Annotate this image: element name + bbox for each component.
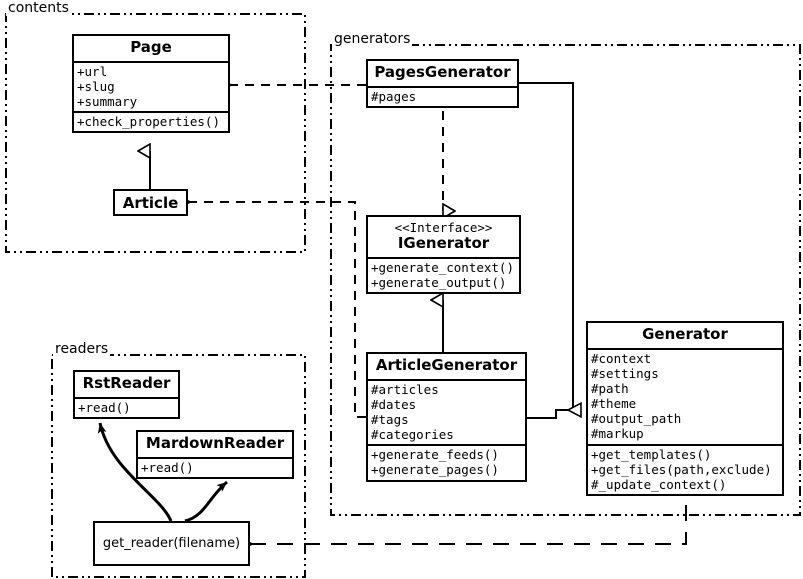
operation: +check_properties() <box>77 114 220 130</box>
class-rstreader-name: RstReader <box>82 374 171 392</box>
class-page[interactable]: Page +url +slug +summary +check_properti… <box>72 34 230 134</box>
class-igenerator-label: IGenerator <box>397 234 490 253</box>
dependency-articlegenerator-article <box>190 202 366 418</box>
attribute: #markup <box>591 426 644 442</box>
attribute: #pages <box>371 88 417 104</box>
class-page-name: Page <box>130 38 172 56</box>
class-generator[interactable]: Generator #context #settings #path #them… <box>586 321 784 496</box>
package-label-contents: contents <box>6 0 71 16</box>
package-label-generators: generators <box>332 31 413 47</box>
operation: +generate_context() <box>371 260 514 276</box>
operation: +get_templates() <box>591 446 712 462</box>
class-mardownreader[interactable]: MardownReader +read() <box>136 430 294 479</box>
operation: #_update_context() <box>591 476 727 492</box>
class-igenerator-operations: +generate_context() +generate_output() <box>368 257 519 292</box>
association-getreader-mardownreader <box>184 480 228 523</box>
operation: +generate_feeds() <box>371 447 499 463</box>
class-page-attributes: +url +slug +summary <box>74 60 228 111</box>
class-igenerator-name: <<Interface>> IGenerator <box>368 217 519 257</box>
attribute: #output_path <box>591 411 682 427</box>
function-get-reader[interactable]: get_reader(filename) <box>93 521 250 566</box>
function-get-reader-label: get_reader(filename) <box>102 536 241 551</box>
attribute: #dates <box>371 396 417 412</box>
operation: +generate_pages() <box>371 462 499 478</box>
attribute: #theme <box>591 396 637 412</box>
attribute: +summary <box>77 94 138 109</box>
operation: +read() <box>141 459 194 475</box>
class-generator-name: Generator <box>642 325 728 343</box>
class-article-name: Article <box>122 193 179 212</box>
package-label-readers: readers <box>53 341 111 357</box>
operation: +generate_output() <box>371 275 507 291</box>
attribute: +slug <box>77 78 115 94</box>
attribute: #path <box>591 381 629 396</box>
generalization-pagesgenerator-generator <box>519 82 573 410</box>
class-igenerator[interactable]: <<Interface>> IGenerator +generate_conte… <box>366 215 521 295</box>
attribute: +url <box>77 63 108 79</box>
class-articlegenerator-operations: +generate_feeds() +generate_pages() <box>368 444 525 479</box>
class-mardownreader-operations: +read() <box>138 456 292 477</box>
class-articlegenerator-attributes: #articles #dates #tags #categories <box>368 378 525 445</box>
attribute: #articles <box>371 381 439 397</box>
class-articlegenerator-name: ArticleGenerator <box>375 356 518 374</box>
class-pagesgenerator-name: PagesGenerator <box>374 63 511 81</box>
operation: +get_files(path,exclude) <box>591 461 772 477</box>
dependency-generator-getreader <box>252 505 687 544</box>
class-rstreader[interactable]: RstReader +read() <box>73 370 180 419</box>
class-rstreader-operations: +read() <box>75 396 178 417</box>
attribute: #categories <box>371 427 454 443</box>
class-pagesgenerator[interactable]: PagesGenerator #pages <box>366 59 519 108</box>
class-page-operations: +check_properties() <box>74 111 228 131</box>
class-mardownreader-name: MardownReader <box>145 434 285 452</box>
attribute: #tags <box>371 412 409 427</box>
generalization-articlegenerator-generator <box>527 409 568 419</box>
class-article[interactable]: Article <box>113 189 188 216</box>
class-pagesgenerator-attributes: #pages <box>368 85 517 106</box>
operation: +read() <box>78 399 131 415</box>
attribute: #context <box>591 350 652 366</box>
attribute: #settings <box>591 365 659 381</box>
class-generator-operations: +get_templates() +get_files(path,exclude… <box>588 443 782 494</box>
class-generator-attributes: #context #settings #path #theme #output_… <box>588 347 782 444</box>
class-articlegenerator[interactable]: ArticleGenerator #articles #dates #tags … <box>366 352 527 482</box>
